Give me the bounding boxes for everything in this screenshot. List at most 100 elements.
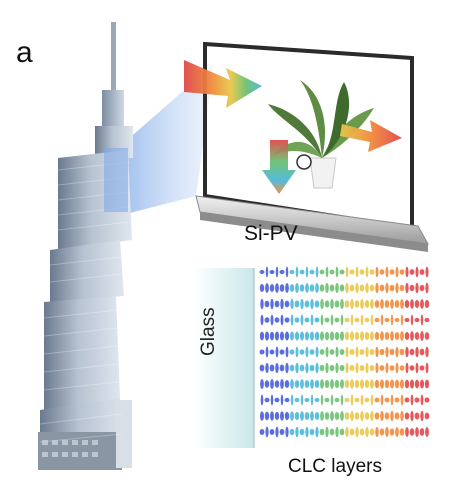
- clc-molecule: [310, 394, 314, 406]
- clc-molecule: [305, 266, 309, 278]
- clc-molecule: [345, 266, 349, 278]
- glass-label: Glass: [198, 307, 219, 356]
- clc-molecule: [304, 317, 310, 323]
- clc-molecule: [344, 300, 350, 308]
- clc-molecule: [355, 266, 359, 278]
- clc-molecule: [425, 427, 429, 437]
- clc-molecule: [299, 331, 305, 341]
- clc-molecule: [290, 298, 294, 310]
- clc-molecule: [309, 349, 315, 355]
- clc-molecule: [329, 284, 335, 292]
- clc-molecule: [285, 283, 289, 293]
- clc-molecule: [300, 314, 304, 326]
- clc-molecule: [275, 346, 279, 358]
- clc-molecule: [274, 411, 280, 421]
- clc-molecule: [359, 379, 365, 389]
- clc-molecule: [350, 379, 354, 389]
- clc-molecule: [295, 426, 299, 438]
- clc-molecule: [364, 397, 370, 403]
- clc-molecule: [359, 284, 365, 292]
- clc-molecule: [364, 331, 370, 341]
- clc-molecule: [359, 428, 365, 436]
- clc-molecule: [295, 283, 299, 293]
- clc-molecule: [394, 379, 400, 389]
- clc-molecule: [335, 266, 339, 278]
- clc-molecule: [359, 331, 365, 341]
- clc-layers-schematic: [194, 266, 430, 448]
- clc-molecule: [419, 428, 425, 436]
- clc-molecule: [369, 348, 375, 356]
- clc-molecule: [394, 397, 400, 403]
- clc-molecule: [375, 362, 379, 374]
- clc-molecule: [349, 428, 355, 436]
- clc-molecule: [374, 379, 380, 389]
- clc-molecule: [424, 379, 430, 389]
- transmitted-light-arrow: [340, 120, 402, 152]
- clc-molecule: [284, 380, 290, 388]
- clc-molecule: [300, 298, 304, 310]
- clc-molecule: [355, 282, 359, 294]
- clc-molecule: [414, 299, 420, 309]
- clc-molecule: [344, 412, 350, 420]
- clc-molecule: [379, 284, 385, 292]
- clc-molecule: [305, 426, 309, 438]
- clc-molecule: [369, 365, 375, 371]
- clc-molecule: [264, 317, 270, 323]
- clc-molecule: [265, 283, 269, 293]
- clc-molecule: [264, 300, 270, 308]
- clc-molecule: [425, 266, 429, 278]
- clc-molecule: [319, 349, 325, 355]
- clc-molecule: [320, 379, 324, 389]
- clc-molecule: [299, 284, 305, 292]
- clc-molecule: [400, 331, 404, 341]
- clc-molecule: [304, 300, 310, 308]
- clc-molecule: [319, 364, 325, 372]
- clc-molecule: [424, 317, 430, 323]
- clc-molecule: [389, 269, 395, 275]
- clc-molecule: [410, 314, 414, 326]
- clc-molecule: [315, 426, 319, 438]
- clc-molecule: [259, 284, 265, 292]
- clc-molecule: [274, 380, 280, 388]
- clc-molecule: [395, 426, 399, 438]
- clc-molecule: [269, 411, 275, 421]
- clc-molecule: [284, 331, 290, 341]
- clc-molecule: [350, 314, 354, 326]
- clc-molecule: [260, 394, 264, 406]
- clc-molecule: [330, 298, 334, 310]
- clc-molecule: [289, 331, 295, 341]
- clc-molecule: [344, 317, 350, 323]
- clc-molecule: [415, 362, 419, 374]
- clc-molecule: [324, 331, 330, 341]
- clc-molecule: [309, 331, 315, 341]
- clc-molecule: [410, 410, 414, 422]
- clc-molecule: [374, 317, 380, 323]
- clc-molecule: [310, 379, 314, 389]
- clc-molecule: [419, 284, 425, 292]
- clc-molecule: [279, 284, 285, 292]
- clc-molecule: [320, 314, 324, 326]
- clc-molecule: [309, 284, 315, 292]
- clc-molecule: [284, 317, 290, 323]
- pv-label: Si-PV: [244, 222, 298, 245]
- glass-substrate: [194, 268, 254, 448]
- clc-molecule: [259, 331, 265, 341]
- highlight-window: [104, 148, 128, 212]
- spire: [111, 22, 116, 100]
- clc-molecule: [335, 426, 339, 438]
- clc-molecule: [339, 364, 345, 372]
- clc-molecule: [294, 380, 300, 388]
- clc-molecule: [420, 299, 424, 309]
- clc-molecule: [365, 282, 369, 294]
- clc-molecule: [289, 269, 295, 275]
- clc-molecule: [390, 299, 394, 309]
- clc-molecule: [404, 299, 410, 309]
- reflected-light-arrow: [262, 140, 296, 194]
- clc-molecule: [419, 348, 425, 356]
- clc-molecule: [425, 362, 429, 374]
- clc-molecule: [334, 379, 340, 389]
- clc-molecule: [410, 394, 414, 406]
- clc-molecule: [415, 266, 419, 278]
- clc-molecule: [425, 282, 429, 294]
- clc-molecule: [384, 331, 390, 341]
